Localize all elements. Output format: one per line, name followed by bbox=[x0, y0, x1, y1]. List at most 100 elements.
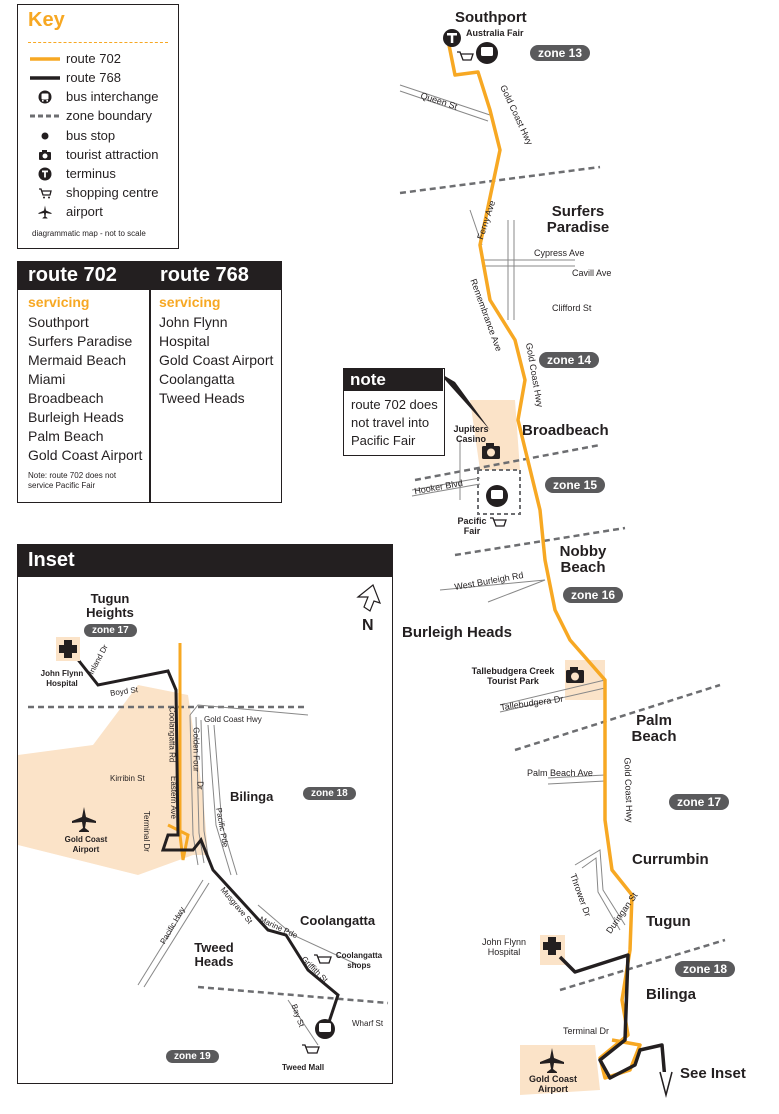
street-label: Remembrance Ave bbox=[468, 277, 504, 353]
inset-road bbox=[189, 714, 199, 866]
note-title: note bbox=[350, 370, 386, 389]
inset-tweed-mall-label: Tweed Mall bbox=[282, 1063, 325, 1072]
note-line: Pacific Fair bbox=[351, 433, 416, 448]
route-768-line bbox=[30, 75, 60, 80]
street-label: Gold Coast Hwy bbox=[498, 83, 535, 147]
street-label: Thrower Dr bbox=[568, 872, 593, 918]
land-patch bbox=[565, 660, 605, 700]
inset-title: Inset bbox=[28, 549, 75, 571]
key-label: terminus bbox=[66, 166, 116, 181]
place-southport: Southport bbox=[455, 9, 527, 26]
jupiters-casino-label: Jupiters Casino bbox=[453, 424, 489, 444]
street-label: Ferny Ave bbox=[475, 199, 498, 241]
inset-road bbox=[195, 716, 205, 864]
stop-item: Broadbeach bbox=[28, 390, 104, 406]
inset-street: Coolangatta Rd bbox=[167, 706, 177, 763]
stop-item: Burleigh Heads bbox=[28, 409, 124, 425]
zone-13: zone 13 bbox=[530, 45, 591, 61]
zone-17: zone 17 bbox=[669, 794, 730, 810]
route-768-stops: John Flynn Hospital Gold Coast Airport C… bbox=[159, 313, 281, 408]
street-label: Tallebudgera Dr bbox=[499, 693, 564, 713]
zone-15: zone 15 bbox=[545, 477, 606, 493]
zone-boundary bbox=[514, 683, 721, 752]
cart-icon bbox=[457, 51, 474, 61]
key-label: bus stop bbox=[66, 128, 116, 143]
inset-zone-17: zone 17 bbox=[84, 624, 137, 637]
inset-map: Inset Tugun Heights Bilinga Coolangatta … bbox=[17, 544, 393, 1084]
inset-cart-icon bbox=[302, 1044, 320, 1054]
route-702-note: Note: route 702 does not service Pacific… bbox=[28, 471, 117, 490]
street-line bbox=[547, 780, 606, 785]
key-title: Key bbox=[28, 9, 65, 31]
shopping-cart-icon bbox=[39, 187, 52, 198]
inset-road bbox=[189, 704, 309, 716]
inset-zone-19: zone 19 bbox=[166, 1050, 219, 1063]
zone-boundary-line bbox=[30, 114, 60, 117]
inset-street: Gold Coast Hwy bbox=[204, 715, 262, 724]
inset-road bbox=[257, 904, 359, 966]
zone-boundary bbox=[399, 165, 601, 195]
street-label: Clifford St bbox=[552, 303, 592, 313]
inset-street: Kirribin St bbox=[110, 774, 145, 783]
route-702-header bbox=[18, 262, 149, 290]
camera-icon bbox=[566, 667, 584, 683]
bus-stop-icon bbox=[41, 132, 49, 139]
key-item-zone-boundary: zone boundary bbox=[30, 108, 152, 123]
zone-18: zone 18 bbox=[675, 961, 736, 977]
stop-item: Gold Coast Airport bbox=[28, 447, 143, 463]
street-label: Terminal Dr bbox=[563, 1026, 610, 1036]
inset-road bbox=[213, 724, 238, 876]
inset-road bbox=[207, 724, 232, 876]
inset-road bbox=[200, 719, 210, 862]
stop-item: Tweed Heads bbox=[159, 390, 245, 406]
stop-item: Miami bbox=[28, 371, 66, 387]
inset-route-702 bbox=[167, 643, 190, 861]
street-label: Queen St bbox=[419, 90, 459, 112]
key-divider bbox=[28, 42, 168, 43]
camera-icon bbox=[482, 443, 500, 459]
bus-interchange-icon bbox=[476, 42, 498, 64]
stop-item: Palm Beach bbox=[28, 428, 104, 444]
zone-14: zone 14 bbox=[539, 352, 600, 368]
street-label: Gold Coast Hwy bbox=[622, 757, 635, 823]
key-item-terminus: terminus bbox=[30, 166, 116, 181]
stop-item: Southport bbox=[28, 314, 89, 330]
inset-place-tweed-heads: Tweed Heads bbox=[194, 940, 234, 969]
place-currumbin: Currumbin bbox=[632, 851, 709, 868]
route-768-title: route 768 bbox=[160, 264, 249, 286]
inset-hospital-label: John Flynn Hospital bbox=[40, 669, 84, 688]
route-768-header bbox=[151, 262, 281, 290]
key-label: route 702 bbox=[66, 51, 121, 66]
route-table-divider bbox=[149, 262, 151, 502]
stop-item: Mermaid Beach bbox=[28, 352, 127, 368]
see-inset-arrow bbox=[659, 1071, 673, 1098]
note-lines: route 702 does not travel into Pacific F… bbox=[351, 396, 438, 450]
key-label: airport bbox=[66, 204, 103, 219]
key-item-bus-stop: bus stop bbox=[30, 128, 115, 143]
key-label: tourist attraction bbox=[66, 147, 159, 162]
key-label: zone boundary bbox=[66, 108, 153, 123]
key-item-bus-interchange: bus interchange bbox=[30, 89, 159, 104]
stop-item: Gold Coast Airport bbox=[159, 352, 274, 368]
terminus-icon bbox=[443, 29, 461, 47]
inset-airplane-icon bbox=[72, 807, 96, 832]
cart-icon bbox=[490, 517, 507, 527]
note-pointer bbox=[438, 372, 490, 430]
place-burleigh-heads: Burleigh Heads bbox=[402, 624, 513, 641]
route-702-stops: Southport Surfers Paradise Mermaid Beach… bbox=[28, 313, 142, 465]
inset-header bbox=[18, 545, 392, 577]
inset-coolangatta-shops-label: Coolangatta shops bbox=[335, 951, 383, 970]
north-label: N bbox=[362, 617, 374, 634]
key-item-shopping-centre: shopping centre bbox=[30, 185, 159, 200]
airplane-icon bbox=[540, 1048, 564, 1073]
see-inset-label[interactable]: See Inset bbox=[680, 1065, 746, 1082]
street-label: Palm Beach Ave bbox=[527, 768, 593, 778]
inset-route-768 bbox=[66, 646, 340, 1026]
inset-street: Eastern Ave bbox=[169, 776, 178, 819]
note-box: note route 702 does not travel into Paci… bbox=[343, 368, 445, 456]
street-label: Hooker Blvd bbox=[413, 477, 464, 497]
place-tugun: Tugun bbox=[646, 913, 691, 930]
airport-label: Gold Coast Airport bbox=[528, 1074, 577, 1094]
camera-icon bbox=[39, 149, 51, 160]
key-item-route-702: route 702 bbox=[30, 51, 121, 66]
